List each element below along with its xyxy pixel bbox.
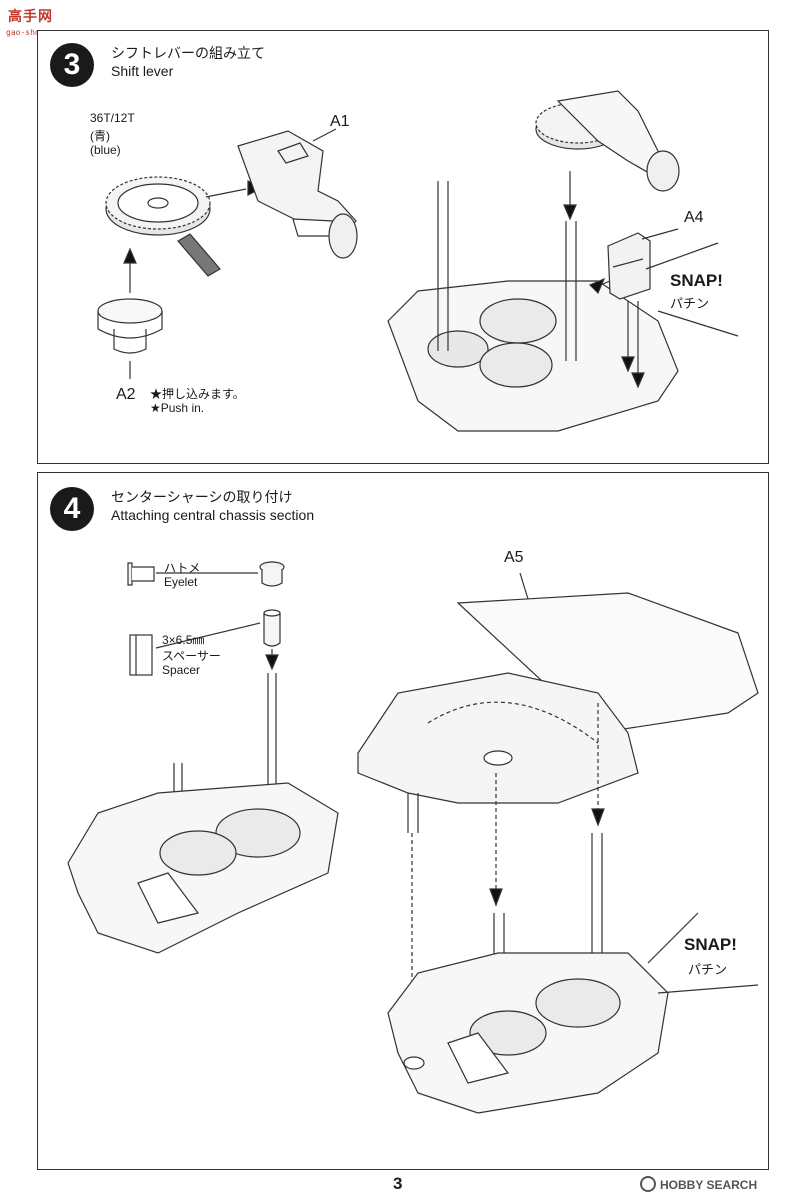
step-3-title-en: Shift lever	[111, 63, 174, 79]
page-number: 3	[393, 1174, 403, 1193]
step-3-panel: 3 シフトレバーの組み立て Shift lever 36T/12T (青) (b…	[37, 30, 769, 464]
brand-logo-icon	[640, 1176, 656, 1192]
step-4-title-en: Attaching central chassis section	[111, 507, 315, 523]
snap-label: SNAP!	[670, 271, 723, 290]
step-3-title-jp: シフトレバーの組み立て	[111, 46, 265, 62]
part-a5-label: A5	[504, 549, 524, 566]
step-4-title-jp: センターシャーシの取り付け	[111, 490, 293, 506]
watermark-url: gao-shou.com	[6, 28, 64, 37]
spacer-size-label: 3×6.5㎜	[162, 633, 205, 647]
step-4-badge: 4	[50, 487, 94, 531]
part-a4-label: A4	[684, 209, 704, 226]
brand-watermark: HOBBY SEARCH	[640, 1176, 757, 1192]
push-in-jp-label: ★押し込みます。	[150, 387, 245, 401]
gear-color-en-label: (blue)	[90, 143, 121, 157]
brand-name: HOBBY SEARCH	[660, 1178, 758, 1192]
eyelet-jp-label: ハトメ	[164, 561, 201, 575]
spacer-jp-label: スペーサー	[162, 649, 221, 663]
part-a1-label: A1	[330, 113, 350, 130]
step-3-illustration	[97, 90, 739, 432]
snap-jp-label: パチン	[688, 963, 728, 978]
push-in-en-label: ★Push in.	[150, 401, 205, 415]
gear-spec-label: 36T/12T	[90, 111, 135, 125]
snap-jp-label: パチン	[670, 297, 710, 312]
site-watermark: 高手网 gao-shou.com	[2, 2, 82, 42]
watermark-title: 高手网	[8, 9, 53, 25]
step-4-illustration	[67, 561, 759, 1114]
snap-label: SNAP!	[684, 935, 737, 954]
part-a2-label: A2	[116, 386, 136, 403]
gear-color-jp-label: (青)	[90, 129, 110, 143]
step-3-badge: 3	[50, 43, 94, 87]
step-4-panel: 4 センターシャーシの取り付け Attaching central chassi…	[37, 472, 769, 1170]
spacer-en-label: Spacer	[162, 663, 201, 677]
eyelet-en-label: Eyelet	[164, 575, 198, 589]
